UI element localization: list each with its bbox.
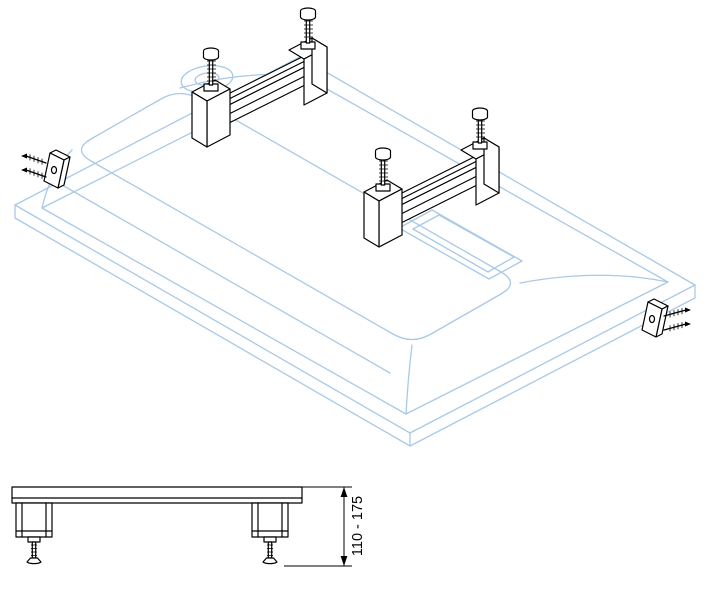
rail2-right-adjustable-foot bbox=[471, 107, 489, 150]
anchor-screw-upper bbox=[663, 307, 691, 318]
screw-tip bbox=[21, 167, 27, 173]
foot-cap bbox=[202, 47, 220, 61]
leg-bracket bbox=[15, 502, 53, 538]
anchor-screw-lower bbox=[21, 167, 47, 179]
anchor-plate-face bbox=[641, 301, 663, 338]
rail-body bbox=[11, 486, 303, 504]
bathtub-isometric-view bbox=[14, 56, 696, 447]
tub-base-recess bbox=[398, 209, 523, 280]
foot-cap bbox=[299, 7, 317, 21]
tub-front-wall-contour bbox=[56, 181, 391, 374]
height-dimension: 110 - 175 bbox=[284, 486, 366, 567]
foot-cap bbox=[374, 147, 392, 161]
anchor-screw-lower bbox=[663, 321, 691, 332]
clamp-end-face bbox=[191, 91, 208, 148]
leg-rail-2 bbox=[363, 107, 500, 248]
anchor-plate-face bbox=[43, 152, 65, 189]
dimension-arrowhead-top bbox=[340, 487, 348, 497]
foot-lock-nut bbox=[203, 83, 219, 92]
screw-thread-marks bbox=[29, 168, 43, 179]
screw-thread-marks bbox=[669, 322, 683, 332]
foot-thread-marks bbox=[267, 544, 273, 556]
tub-flange-outer-edge bbox=[14, 56, 696, 434]
screw-tip bbox=[21, 153, 27, 159]
clamp-end-face bbox=[363, 191, 380, 248]
foot-lock-nut bbox=[472, 141, 488, 150]
clamp-end-face bbox=[311, 37, 328, 94]
tub-flange-thickness-edge bbox=[14, 204, 696, 447]
rail-profile bbox=[11, 486, 303, 504]
foot-thread-marks bbox=[31, 544, 37, 556]
left-leg bbox=[15, 502, 53, 565]
recess-inner-outline bbox=[412, 214, 515, 273]
rail1-left-adjustable-foot bbox=[202, 47, 220, 92]
screw-shaft bbox=[663, 323, 687, 331]
foot-lock-nut bbox=[27, 536, 41, 543]
screw-thread-marks bbox=[29, 154, 43, 165]
screw-shaft bbox=[25, 169, 47, 178]
tub-end-wall-line-right bbox=[519, 274, 669, 284]
tub-base-plateau-outline bbox=[80, 92, 512, 341]
foot-thread-marks bbox=[476, 120, 485, 138]
screw-thread-marks bbox=[669, 308, 683, 318]
wall-anchor-bracket-left bbox=[21, 149, 71, 189]
leg-frame-side-view: 110 - 175 bbox=[11, 486, 366, 567]
height-dimension-label: 110 - 175 bbox=[350, 496, 366, 556]
foot-lock-nut bbox=[375, 183, 391, 192]
foot-base bbox=[262, 557, 278, 565]
foot-lock-nut bbox=[263, 536, 277, 543]
leg-rail-1 bbox=[191, 7, 328, 148]
tub-flange-inner-edge bbox=[41, 75, 669, 415]
clamp-end-face bbox=[483, 137, 500, 194]
leg-bracket bbox=[251, 502, 289, 538]
foot-lock-nut bbox=[300, 41, 316, 50]
anchor-plate-hole bbox=[50, 165, 58, 175]
dimension-arrowhead-bottom bbox=[340, 556, 348, 566]
anchor-plate-hole bbox=[648, 314, 656, 324]
foot-thread-marks bbox=[304, 20, 313, 38]
screw-tip bbox=[685, 321, 691, 327]
foot-base bbox=[26, 557, 42, 565]
foot-thread-marks bbox=[207, 60, 216, 82]
rail1-right-adjustable-foot bbox=[299, 7, 317, 50]
anchor-screw-upper bbox=[21, 153, 47, 165]
tub-corner-wall-line-bottom bbox=[405, 344, 413, 415]
rail2-left-adjustable-foot bbox=[374, 147, 392, 192]
foot-cap bbox=[471, 107, 489, 121]
recess-outer-outline bbox=[398, 209, 523, 280]
screw-tip bbox=[685, 307, 691, 313]
screw-shaft bbox=[25, 155, 47, 164]
right-leg bbox=[251, 502, 289, 565]
wall-anchor-bracket-right bbox=[641, 298, 691, 338]
foot-thread-marks bbox=[379, 160, 388, 182]
